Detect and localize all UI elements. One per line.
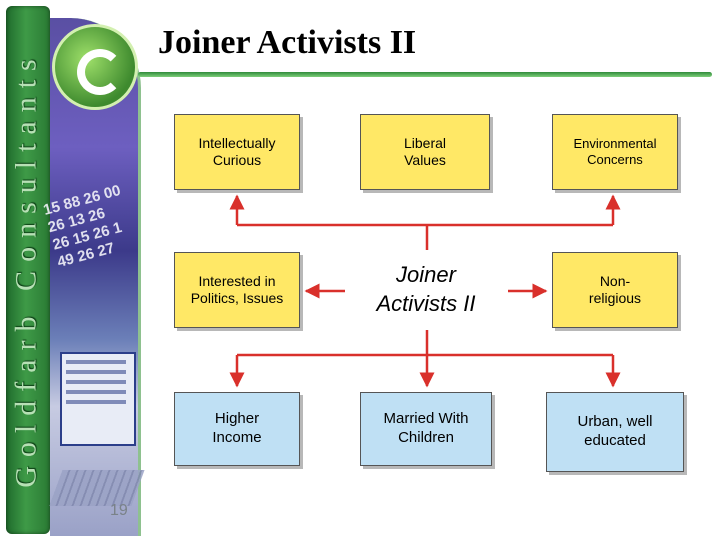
decorative-screen-image: [60, 352, 136, 446]
center-label: Joiner Activists II: [376, 262, 476, 316]
page-number: 19: [110, 502, 128, 519]
trait-married-with-children: Married With Children: [360, 392, 492, 466]
trait-label: Non-religious: [588, 272, 642, 307]
trait-label: Liberal Values: [403, 134, 447, 169]
trait-environmental-concerns: Environmental Concerns: [552, 114, 678, 190]
trait-interested-in-politics: Interested in Politics, Issues: [174, 252, 300, 328]
trait-urban-well-educated: Urban, well educated: [546, 392, 684, 472]
trait-label: Environmental Concerns: [573, 135, 657, 167]
trait-liberal-values: Liberal Values: [360, 114, 490, 190]
trait-label: Urban, well educated: [577, 413, 653, 449]
page-title: Joiner Activists II: [158, 24, 417, 61]
trait-label: Interested in Politics, Issues: [190, 272, 284, 307]
brand-strip: [6, 6, 50, 534]
title-divider: [138, 72, 712, 77]
trait-non-religious: Non-religious: [552, 252, 678, 328]
trait-higher-income: Higher Income: [174, 392, 300, 466]
trait-intellectually-curious: Intellectually Curious: [174, 114, 300, 190]
trait-label: Intellectually Curious: [198, 134, 276, 169]
diagram-center-title: Joiner Activists II: [356, 250, 496, 330]
trait-label: Higher Income: [212, 410, 262, 446]
trait-label: Married With Children: [383, 410, 469, 446]
company-logo-icon: [52, 24, 138, 110]
